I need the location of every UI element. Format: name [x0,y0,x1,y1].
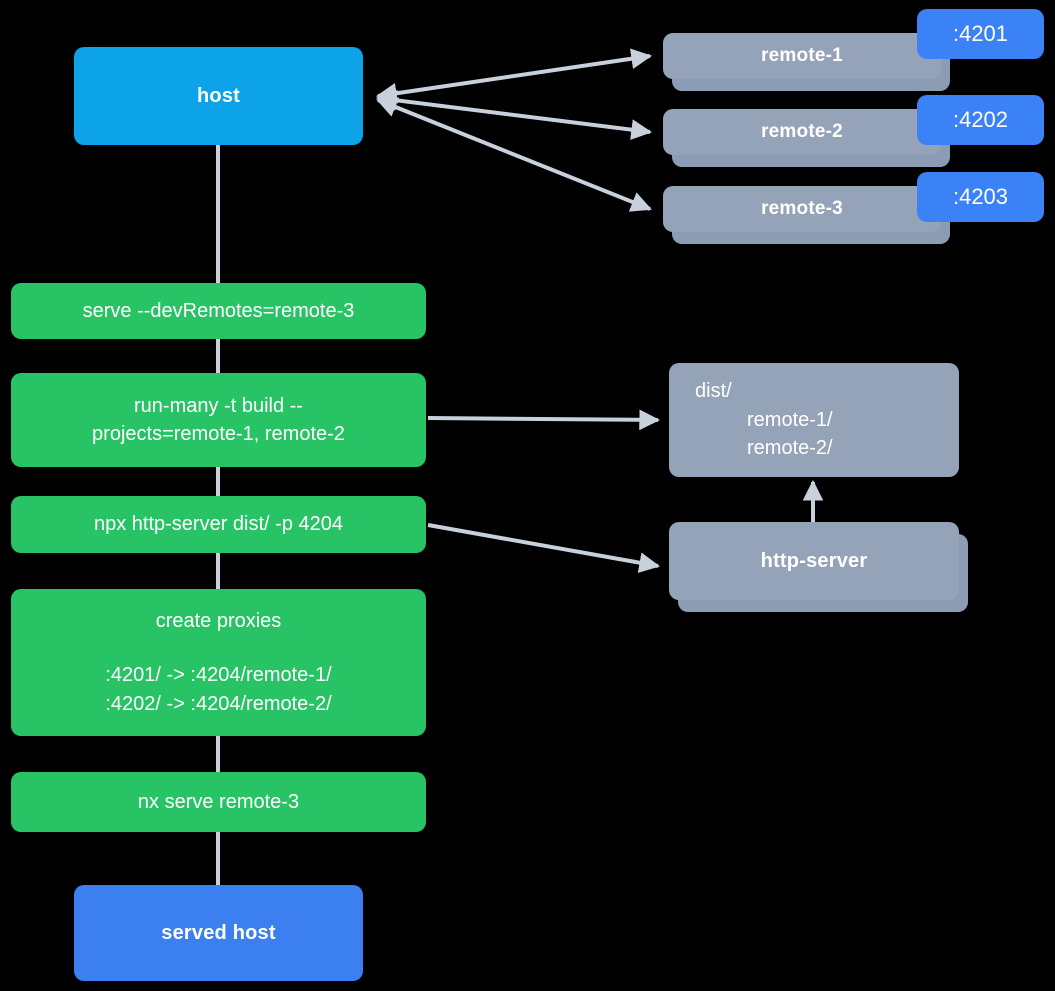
node-command-create-proxies[interactable]: create proxies :4201/ -> :4204/remote-1/… [11,589,426,736]
node-remote-1-label: remote-1 [761,44,843,66]
edge-npx-httpserver [427,523,661,573]
edge-host-remote-1 [375,48,653,104]
edge-runmany-dist [427,409,661,431]
badge-remote-1-port-label: :4201 [952,21,1009,46]
node-dist-folder[interactable]: dist/ remote-1/ remote-2/ [669,363,959,477]
node-served-host[interactable]: served host [74,885,363,981]
node-command-npx-http-server-label: npx http-server dist/ -p 4204 [93,513,343,536]
node-remote-3[interactable]: remote-3 [663,186,941,232]
node-command-create-proxies-title: create proxies [155,609,282,632]
node-command-nx-serve[interactable]: nx serve remote-3 [11,772,426,832]
badge-remote-2-port: :4202 [917,95,1044,145]
node-remote-1[interactable]: remote-1 [663,33,941,79]
node-remote-3-label: remote-3 [761,197,843,219]
node-dist-folder-tree: dist/ remote-1/ remote-2/ [669,377,959,462]
node-dist-folder-child-2: remote-2/ [747,437,833,460]
node-http-server[interactable]: http-server [669,522,959,600]
node-remote-2-label: remote-2 [761,120,843,142]
node-host[interactable]: host [74,47,363,145]
node-served-host-label: served host [161,921,276,944]
node-command-create-proxies-line1: :4201/ -> :4204/remote-1/ [105,664,332,687]
edge-host-remote-3 [376,97,652,212]
node-command-run-many-line2: projects=remote-1, remote-2 [92,423,345,445]
node-command-run-many-line1: run-many -t build -- [134,394,303,417]
node-command-run-many-lines: run-many -t build -- projects=remote-1, … [92,392,345,449]
node-http-server-label: http-server [760,549,868,572]
badge-remote-2-port-label: :4202 [952,107,1009,132]
node-dist-folder-child-1: remote-1/ [747,408,833,431]
badge-remote-1-port: :4201 [917,9,1044,59]
node-command-serve[interactable]: serve --devRemotes=remote-3 [11,283,426,339]
node-command-nx-serve-label: nx serve remote-3 [137,790,300,813]
edge-host-remote-2 [375,90,653,140]
node-command-serve-label: serve --devRemotes=remote-3 [82,299,355,322]
node-command-npx-http-server[interactable]: npx http-server dist/ -p 4204 [11,496,426,553]
node-host-label: host [196,84,241,107]
node-command-create-proxies-line2: :4202/ -> :4204/remote-2/ [105,692,332,715]
node-dist-folder-root: dist/ [695,380,732,403]
badge-remote-3-port-label: :4203 [952,184,1009,209]
badge-remote-3-port: :4203 [917,172,1044,222]
node-remote-2[interactable]: remote-2 [663,109,941,155]
node-command-run-many[interactable]: run-many -t build -- projects=remote-1, … [11,373,426,467]
